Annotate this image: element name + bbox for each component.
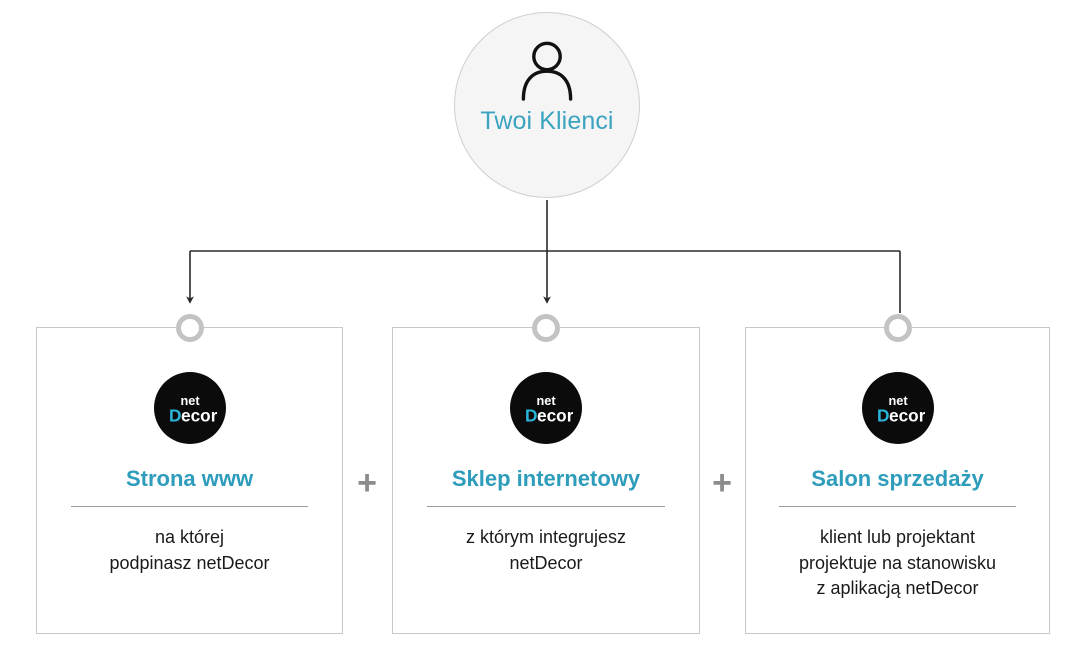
svg-text:net: net — [536, 393, 556, 408]
netdecor-logo-mark: net D ecor — [525, 393, 573, 426]
card-divider — [779, 506, 1016, 508]
card-body: z którym integrujesz netDecor — [465, 527, 627, 573]
svg-text:ecor: ecor — [889, 406, 925, 426]
actor-node-twoi-klienci: Twoi Klienci — [454, 12, 640, 198]
netdecor-logo-mark: net D ecor — [877, 393, 925, 426]
netdecor-logo: net D ecor — [510, 372, 582, 444]
netdecor-logo: net D ecor — [861, 372, 934, 444]
svg-text:net: net — [888, 393, 908, 408]
netdecor-logo: net D ecor — [153, 372, 226, 444]
svg-text:D: D — [169, 406, 181, 426]
node-ring-icon — [532, 314, 560, 342]
card-body: na której podpinasz netDecor — [109, 527, 270, 573]
svg-text:net: net — [180, 393, 200, 408]
card-title: Salon sprzedaży — [811, 466, 984, 491]
svg-text:D: D — [877, 406, 889, 426]
actor-label: Twoi Klienci — [480, 107, 614, 135]
channel-card-strona-www[interactable]: net D ecor Strona www na której podpinas… — [36, 314, 343, 634]
netdecor-logo-mark: net D ecor — [169, 393, 217, 426]
card-divider — [70, 506, 309, 508]
card-divider — [426, 506, 666, 508]
svg-text:ecor: ecor — [537, 406, 573, 426]
svg-text:ecor: ecor — [181, 406, 217, 426]
node-ring-icon — [883, 314, 912, 342]
channel-card-sklep-internetowy[interactable]: net D ecor Sklep internetowy z którym in… — [392, 314, 700, 634]
person-icon — [521, 41, 573, 101]
svg-text:D: D — [525, 406, 537, 426]
plus-separator-icon: + — [357, 464, 377, 502]
card-title: Strona www — [125, 466, 254, 491]
card-title: Sklep internetowy — [451, 466, 641, 491]
plus-separator-icon: + — [712, 464, 732, 502]
card-body: klient lub projektant projektuje na stan… — [798, 527, 997, 599]
node-ring-icon — [175, 314, 204, 342]
channel-card-salon-sprzedazy[interactable]: net D ecor Salon sprzedaży klient lub pr… — [745, 314, 1050, 634]
